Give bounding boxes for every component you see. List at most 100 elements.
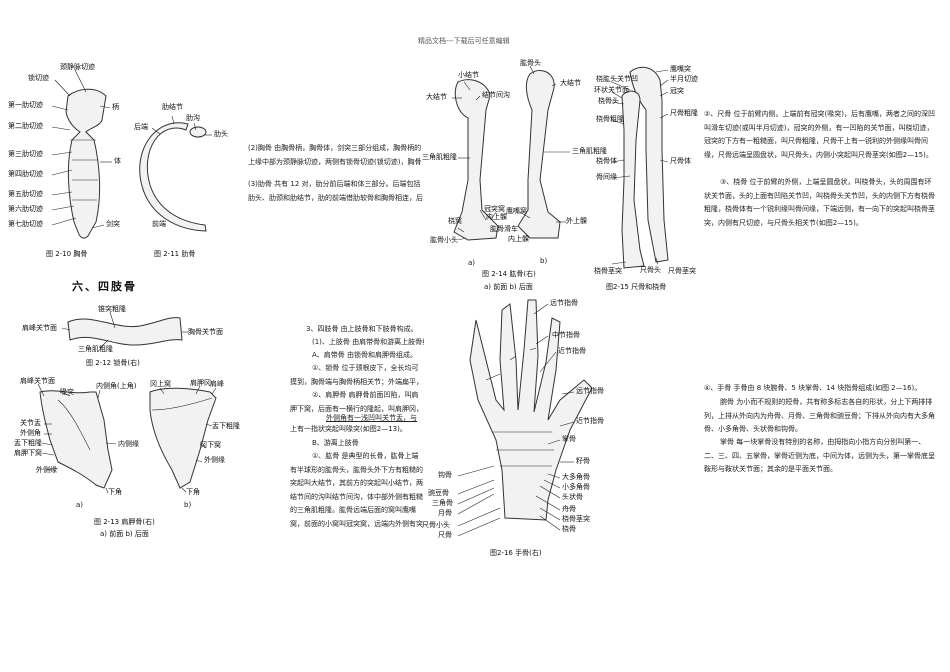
label-proximal-phalanx-thumb: 近节指骨 <box>576 417 604 425</box>
label-infraglenoid-tubercle-b: 盂下粗隆 <box>212 422 240 430</box>
label-olecranon: 鹰嘴突 <box>670 65 691 73</box>
caption-fig-2-10: 图 2-10 胸骨 <box>46 250 88 258</box>
label-capitulum: 肱骨小头 <box>430 236 458 244</box>
label-lunate: 月骨 <box>438 509 452 517</box>
rib-drawing <box>139 122 207 232</box>
hand-drawing <box>469 299 593 521</box>
label-radial-head: 桡骨头 <box>598 97 619 105</box>
label-radial-fossa: 桡窝 <box>448 217 462 225</box>
caption-fig-2-12: 图 2-12 锁骨(右) <box>86 359 140 367</box>
label-sub-b-2-14: b) <box>540 257 548 265</box>
scapula-back-drawing <box>149 387 217 489</box>
label-acromial-facet: 肩峰关节面 <box>22 324 57 332</box>
label-glenoid-cavity: 关节盂 <box>20 419 41 427</box>
page-header: 精品文档---下载后可任意编辑 <box>418 37 510 45</box>
label-trapezoid: 小多角骨 <box>562 483 590 491</box>
label-conoid-tubercle: 锥突粗隆 <box>98 305 126 313</box>
label-sub-b: b) <box>184 501 192 509</box>
section-title-limb-bones: 六、四肢骨 <box>72 280 137 293</box>
text-limbs-p2: (1)、上肢骨 由肩带骨和游离上肢骨组成。 <box>312 338 424 346</box>
forearm-drawing <box>621 66 669 269</box>
label-rib-notch-6: 第六肋切迹 <box>8 205 43 213</box>
text-limbs-p7: ①、肱骨 是典型的长骨，肱骨上端有半球形的肱骨头，肱骨头外下方有粗糙的突起叫大结… <box>290 452 423 528</box>
label-manubrium: 柄 <box>112 103 119 111</box>
label-infraspinous-fossa: 冈下窝 <box>200 441 221 449</box>
label-radial-tuberosity: 桡骨粗隆 <box>596 115 624 123</box>
label-acromion: 肩峰 <box>210 380 224 388</box>
text-limbs-p4: ①、锁骨 位于颈根皮下，全长均可摸到，胸骨端与胸骨柄相关节；外端扁平，与肩胛骨相… <box>290 364 423 386</box>
text-limbs-p1: 3、四肢骨 由上肢骨和下肢骨构成。 <box>306 325 418 333</box>
caption-fig-2-13-sub: a) 前面 b) 后面 <box>100 530 149 538</box>
label-interosseous-border: 骨间缘 <box>596 173 617 181</box>
humerus-back-drawing <box>517 70 561 239</box>
label-trochlea: 肱骨滑车 <box>490 225 518 233</box>
label-trapezium: 大多角骨 <box>562 473 590 481</box>
text-limbs-p5: ②、肩胛骨 肩胛骨前面凹陷，叫肩胛下窝，后面有一横行的隆起，叫肩胛冈，并分成冈上… <box>290 391 423 413</box>
label-sternum-body: 体 <box>114 157 121 165</box>
label-sub-a-2-14: a) <box>468 259 476 267</box>
label-hamate: 钩骨 <box>438 471 452 479</box>
label-ulnar-tuberosity: 尺骨粗隆 <box>670 109 698 117</box>
label-deltoid-tuberosity-a: 三角肌粗隆 <box>422 153 457 161</box>
label-medial-epicondyle-b: 内上髁 <box>508 235 529 243</box>
label-radius-body: 桡骨体 <box>596 157 617 165</box>
label-ulna-body: 尺骨体 <box>670 157 691 165</box>
label-jugular-notch: 颈静脉切迹 <box>60 63 95 71</box>
label-radius-hand: 桡骨 <box>562 525 576 533</box>
text-ulna: ②、尺骨 位于前臂内侧。上端前有冠突(喙突)，后有鹰嘴，两者之间的深凹叫滑车切迹… <box>704 110 935 159</box>
label-superior-angle: 内侧角(上角) <box>96 382 137 390</box>
label-lesser-tubercle: 小结节 <box>458 71 479 79</box>
label-ulna-head-hand: 尺骨小头 <box>422 521 450 529</box>
text-limbs-p3: A、肩带骨 由锁骨和肩胛骨组成。 <box>312 351 418 359</box>
caption-fig-2-14-sub: a) 前面 b) 后面 <box>484 283 533 291</box>
label-triquetrum: 三角骨 <box>432 499 453 507</box>
label-ulna-hand: 尺骨 <box>438 531 452 539</box>
label-sub-a: a) <box>76 501 84 509</box>
label-rib-notch-7: 第七肋切迹 <box>8 220 43 228</box>
humerus-front-drawing <box>453 79 499 241</box>
label-inferior-angle-a: 下角 <box>108 488 122 496</box>
label-inferior-angle-b: 下角 <box>186 488 200 496</box>
text-hand-p1: ④、手骨 手骨由 8 块腕骨、5 块掌骨、14 块指骨组成(如图 2—16)。 <box>704 384 922 392</box>
label-rib-head: 肋头 <box>214 130 228 138</box>
label-intertubercular-groove: 结节间沟 <box>482 91 510 99</box>
label-lateral-angle: 外侧角 <box>20 429 41 437</box>
label-lateral-epicondyle: 外上髁 <box>566 217 587 225</box>
label-metacarpal: 掌骨 <box>562 435 576 443</box>
label-scapular-spine: 肩胛冈 <box>190 379 211 387</box>
label-costal-groove: 肋沟 <box>186 114 200 122</box>
caption-fig-2-14: 图 2-14 肱骨(右) <box>482 270 536 278</box>
text-limbs-p6: B、游离上肢骨 <box>312 439 359 447</box>
text-limbs-p5b: 上有一指状突起叫喙突(如图2—13)。 <box>290 425 407 433</box>
label-rib-notch-2: 第二肋切迹 <box>8 122 43 130</box>
label-olecranon-fossa: 鹰嘴窝 <box>506 207 527 215</box>
label-sternal-facet: 胸骨关节面 <box>188 328 223 336</box>
label-medial-border: 内侧缘 <box>118 440 139 448</box>
label-middle-phalanx: 中节指骨 <box>552 331 580 339</box>
label-rib-anterior-end: 前端 <box>152 220 166 228</box>
label-articular-circumference: 环状关节面 <box>594 86 629 94</box>
label-rib-notch-5: 第五肋切迹 <box>8 190 43 198</box>
caption-fig-2-16: 图2-16 手骨(右) <box>490 549 542 557</box>
label-subscapular-fossa: 肩胛下窝 <box>14 449 42 457</box>
label-distal-phalanx: 远节指骨 <box>550 299 578 307</box>
label-ulna-head: 尺骨头 <box>640 266 661 274</box>
label-coronoid-process: 冠突 <box>670 87 684 95</box>
label-trochlear-notch: 半月切迹 <box>670 75 698 83</box>
label-rib-notch-3: 第三肋切迹 <box>8 150 43 158</box>
label-greater-tubercle-b: 大结节 <box>560 79 581 87</box>
label-deltoid-tuberosity-b: 三角肌粗隆 <box>572 147 607 155</box>
label-clavicular-notch: 锁切迹 <box>28 74 49 82</box>
text-hand-p2: 腕骨 为小而不规则的短骨，共有称多标志各自的形状，分上下两排排列，上排从外向内为… <box>704 398 935 433</box>
label-acromion-facet: 肩峰关节面 <box>20 377 55 385</box>
label-scaphoid: 舟骨 <box>562 505 576 513</box>
text-rib: (3)肋骨 共有 12 对，肋分前后端和体三部分。后端包括肋头、肋颈和肋结节，肋… <box>248 180 423 202</box>
label-rib-tubercle: 肋结节 <box>162 103 183 111</box>
label-radial-styloid: 桡骨茎突 <box>594 267 622 275</box>
label-xiphoid: 剑突 <box>106 220 120 228</box>
label-supraspinous-fossa: 冈上窝 <box>150 380 171 388</box>
text-limbs-p5-underline: 外侧角有一浅凹叫关节盂，与 <box>326 414 417 422</box>
label-infraglenoid-tubercle: 盂下粗隆 <box>14 439 42 447</box>
label-medial-epicondyle-a: 内上髁 <box>486 213 507 221</box>
